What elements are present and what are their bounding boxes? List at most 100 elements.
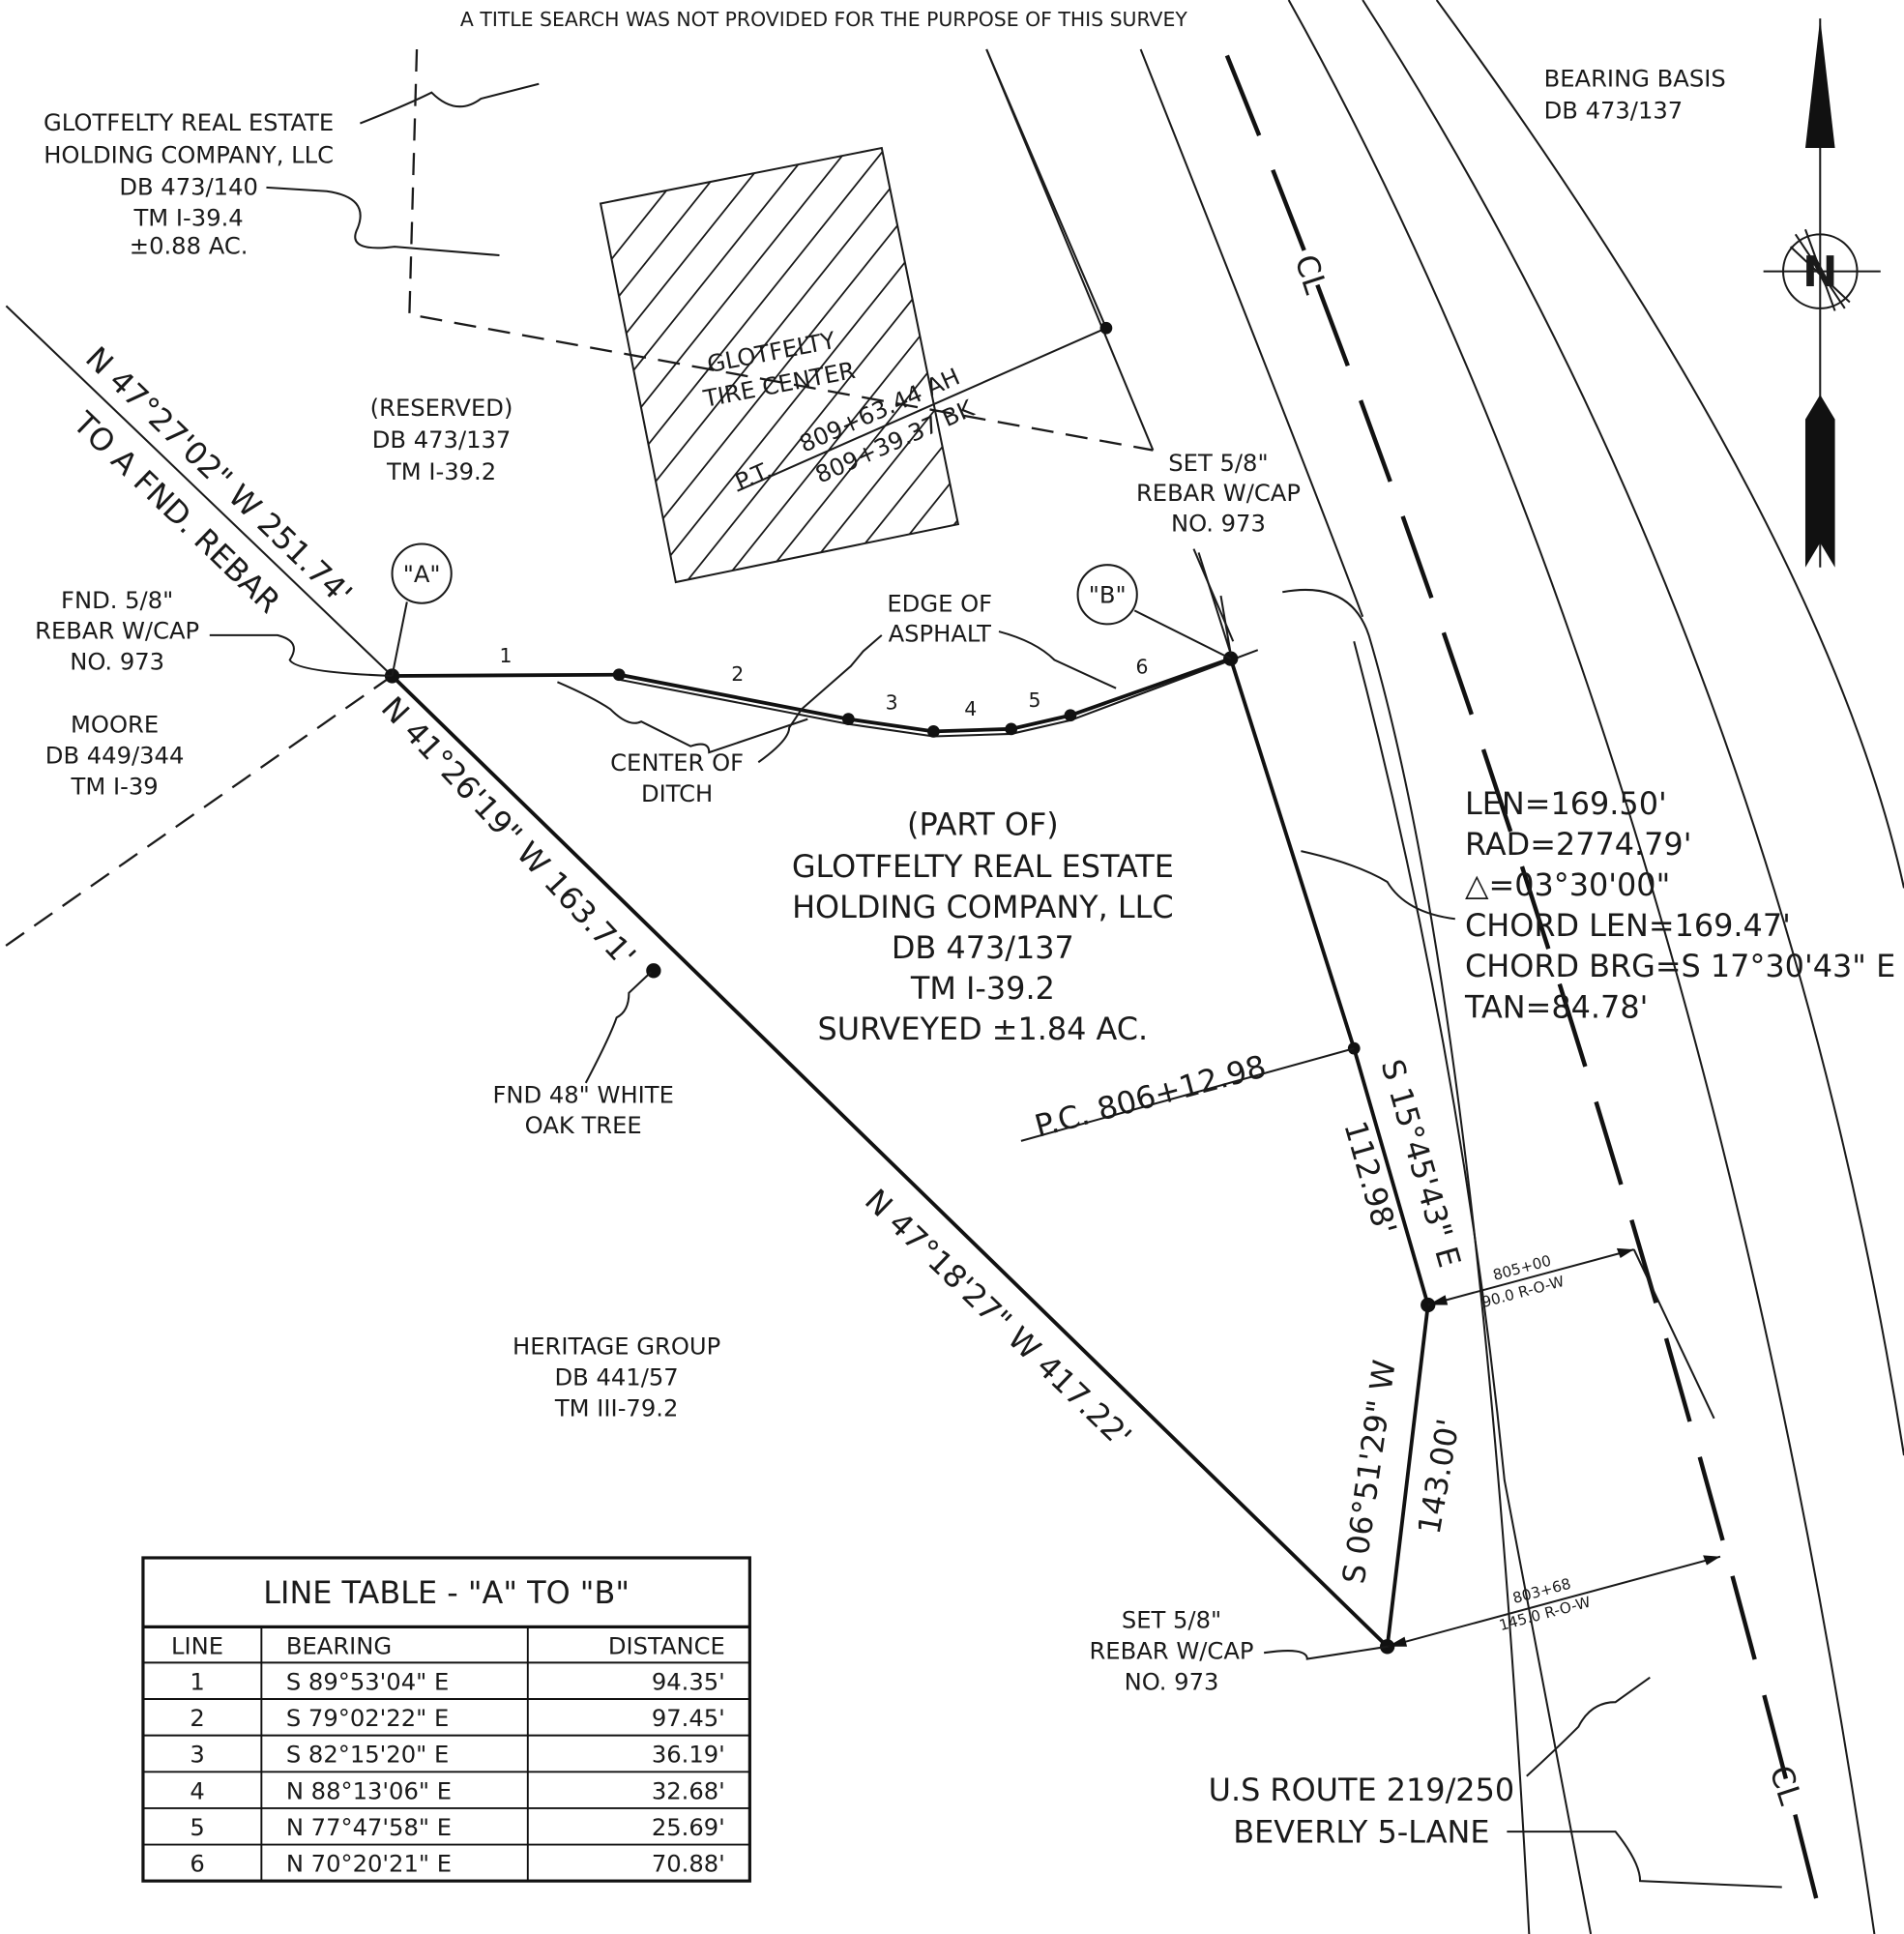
road-lines	[985, 0, 1904, 1934]
tire-center-building	[599, 37, 1751, 592]
title-search-note: A TITLE SEARCH WAS NOT PROVIDED FOR THE …	[460, 8, 1187, 31]
road-centerline	[1224, 54, 1828, 1934]
svg-text:(RESERVED): (RESERVED)	[370, 395, 513, 422]
centerline-symbol-top: CL	[1287, 250, 1334, 299]
svg-text:TM I-39.2: TM I-39.2	[910, 970, 1055, 1007]
svg-text:HOLDING COMPANY, LLC: HOLDING COMPANY, LLC	[792, 889, 1174, 925]
svg-text:U.S ROUTE 219/250: U.S ROUTE 219/250	[1209, 1772, 1515, 1808]
cell-distance: 36.19'	[652, 1742, 725, 1769]
centerline-symbol-bottom: CL	[1762, 1761, 1809, 1809]
cell-distance: 70.88'	[652, 1851, 725, 1878]
hatch-line	[788, 148, 958, 583]
svg-text:FND 48" WHITE: FND 48" WHITE	[492, 1081, 673, 1108]
point-a-marker	[391, 542, 453, 604]
fnd-rebar-label: FND. 5/8" REBAR W/CAP NO. 973	[35, 587, 199, 676]
cell-line: 3	[190, 1742, 204, 1769]
hatch-line	[1085, 37, 1529, 592]
svg-text:MOORE: MOORE	[71, 712, 159, 739]
hatch-line	[1122, 37, 1566, 592]
hatch-line	[600, 148, 938, 583]
svg-text:TM I-39.4: TM I-39.4	[133, 204, 244, 231]
cell-distance: 25.69'	[652, 1814, 725, 1841]
row-145: 145.0 R-O-W	[1497, 1594, 1592, 1635]
svg-text:TM I-39.2: TM I-39.2	[386, 458, 496, 485]
svg-text:SURVEYED ±1.84 AC.: SURVEYED ±1.84 AC.	[818, 1011, 1149, 1047]
center-ditch-label: CENTER OF DITCH	[610, 749, 744, 807]
south-distance: 143.00'	[1411, 1416, 1467, 1537]
edge-asphalt-label: EDGE OF ASPHALT	[887, 591, 992, 648]
svg-text:BEARING BASIS: BEARING BASIS	[1544, 65, 1726, 92]
cell-bearing: N 88°13'06" E	[286, 1777, 452, 1804]
a-to-tree-call: N 41°26'19" W 163.71'	[374, 689, 643, 974]
cell-distance: 32.68'	[652, 1777, 725, 1804]
svg-text:NO. 973: NO. 973	[1125, 1668, 1219, 1695]
cell-bearing: S 79°02'22" E	[286, 1705, 449, 1732]
svg-text:ASPHALT: ASPHALT	[889, 620, 991, 647]
hatch-line	[600, 148, 864, 583]
south-bearing: S 06°51'29" W	[1335, 1358, 1403, 1586]
svg-text:(PART OF): (PART OF)	[907, 806, 1059, 843]
glotfelty-north-label: GLOTFELTY REAL ESTATE HOLDING COMPANY, L…	[44, 109, 334, 260]
cell-line: 4	[190, 1777, 204, 1804]
svg-text:SET 5/8": SET 5/8"	[1168, 450, 1268, 477]
hatch-line	[600, 148, 901, 583]
svg-text:LEN=169.50': LEN=169.50'	[1465, 785, 1667, 822]
svg-text:CENTER OF: CENTER OF	[610, 749, 744, 777]
svg-text:RAD=2774.79': RAD=2774.79'	[1465, 826, 1691, 863]
svg-text:DB 473/137: DB 473/137	[372, 426, 512, 454]
svg-text:BEVERLY 5-LANE: BEVERLY 5-LANE	[1233, 1814, 1489, 1851]
segment-5: 5	[1029, 689, 1041, 712]
svg-text:CHORD LEN=169.47': CHORD LEN=169.47'	[1465, 907, 1791, 944]
svg-text:DB 449/344: DB 449/344	[45, 743, 185, 770]
svg-text:DITCH: DITCH	[641, 780, 713, 807]
long-line-call: N 47°18'27" W 417.22'	[858, 1182, 1138, 1454]
leader-lines	[209, 82, 1782, 1889]
row-90: 90.0 R-O-W	[1480, 1273, 1567, 1311]
table-row: 6 N 70°20'21" E 70.88'	[190, 1851, 725, 1878]
cell-distance: 97.45'	[652, 1705, 725, 1732]
hatch-line	[825, 148, 958, 583]
svg-text:HOLDING COMPANY, LLC: HOLDING COMPANY, LLC	[44, 141, 334, 168]
svg-text:REBAR W/CAP: REBAR W/CAP	[1089, 1638, 1253, 1665]
segment-3: 3	[886, 690, 898, 714]
line-table-title: LINE TABLE - "A" TO "B"	[263, 1574, 630, 1611]
cell-bearing: N 70°20'21" E	[286, 1851, 452, 1878]
curve-data: LEN=169.50' RAD=2774.79' △=03°30'00" CHO…	[1464, 785, 1895, 1025]
cell-line: 6	[190, 1851, 204, 1878]
svg-text:±0.88 AC.: ±0.88 AC.	[130, 233, 249, 260]
hatch-line	[600, 148, 790, 583]
hatch-line	[600, 148, 958, 583]
svg-text:DB 441/57: DB 441/57	[555, 1363, 679, 1391]
svg-text:NO. 973: NO. 973	[70, 649, 164, 676]
table-row: 4 N 88°13'06" E 32.68'	[190, 1777, 725, 1804]
line-table: LINE TABLE - "A" TO "B" LINE BEARING DIS…	[141, 1556, 751, 1883]
segment-6: 6	[1136, 655, 1149, 678]
hatch-line	[751, 148, 958, 583]
cell-bearing: S 89°53'04" E	[286, 1668, 449, 1695]
hatch-line	[1048, 37, 1492, 592]
svg-text:REBAR W/CAP: REBAR W/CAP	[35, 618, 199, 645]
segment-4: 4	[964, 697, 977, 720]
cell-bearing: N 77°47'58" E	[286, 1814, 452, 1841]
hatch-line	[862, 148, 958, 583]
svg-text:DB 473/137: DB 473/137	[1544, 97, 1684, 124]
cell-line: 5	[190, 1814, 204, 1841]
svg-text:TM I-39: TM I-39	[71, 773, 159, 800]
svg-text:GLOTFELTY REAL ESTATE: GLOTFELTY REAL ESTATE	[44, 109, 334, 136]
svg-text:GLOTFELTY REAL ESTATE: GLOTFELTY REAL ESTATE	[792, 848, 1174, 885]
svg-text:REBAR W/CAP: REBAR W/CAP	[1136, 480, 1301, 507]
cell-distance: 94.35'	[652, 1668, 725, 1695]
svg-text:EDGE OF: EDGE OF	[887, 591, 992, 618]
hatch-line	[936, 148, 958, 583]
svg-text:SET 5/8": SET 5/8"	[1122, 1607, 1221, 1634]
hatch-line	[1307, 37, 1751, 592]
hatch-line	[603, 148, 958, 583]
set-rebar-north-label: SET 5/8" REBAR W/CAP NO. 973	[1136, 450, 1301, 538]
pc-station: P.C. 806+12.98	[1031, 1047, 1270, 1144]
hatch-line	[1011, 37, 1455, 592]
header-line: LINE	[171, 1632, 223, 1659]
